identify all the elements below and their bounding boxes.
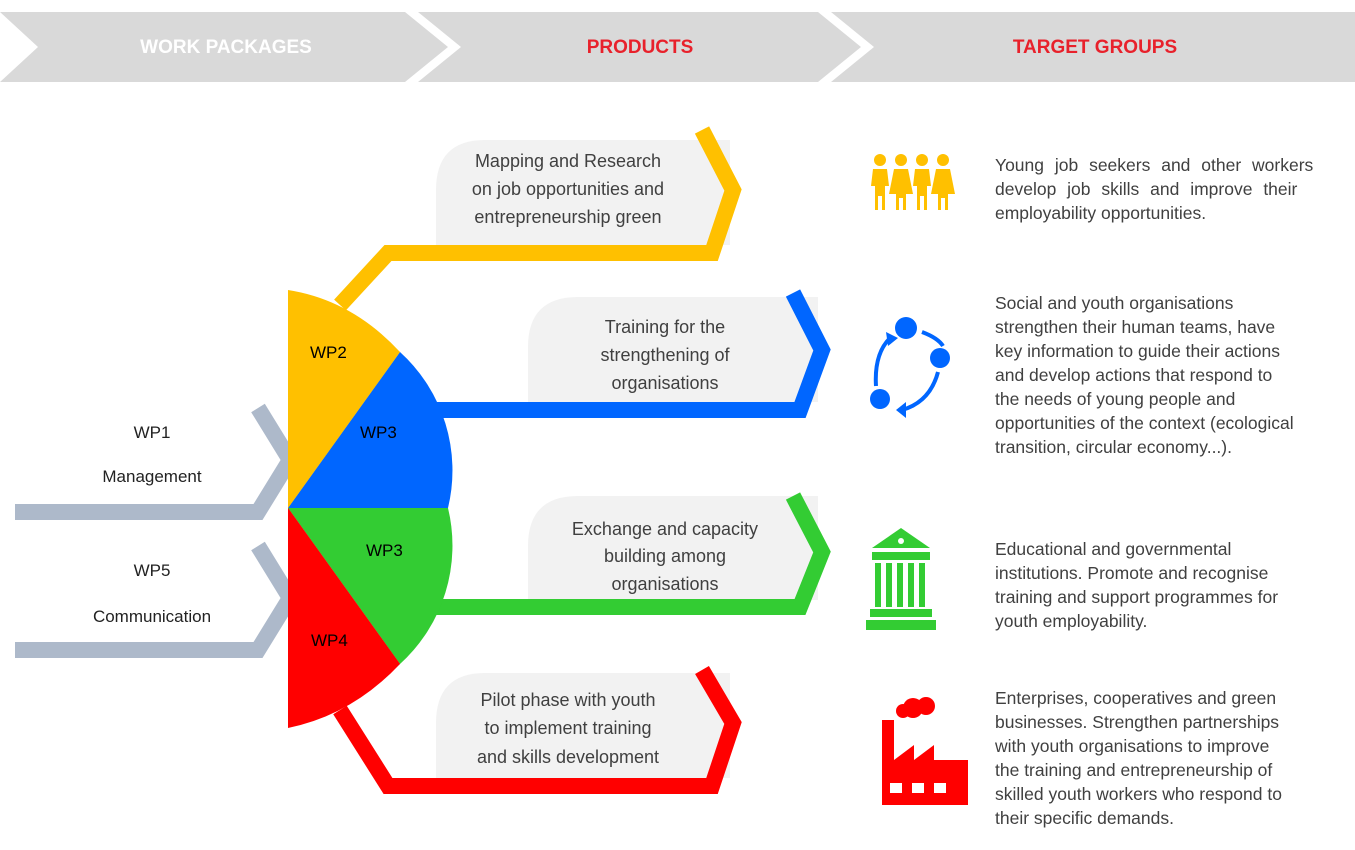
product-box-3	[528, 496, 818, 600]
header-products: PRODUCTS	[587, 37, 694, 58]
wp1-code: WP1	[134, 423, 171, 442]
segment-wp3b-label: WP3	[366, 541, 403, 560]
target-group-1-line-3: employability opportunities.	[995, 203, 1207, 223]
target-group-3-line-3: training and support programmes for	[995, 587, 1279, 607]
institution-building-icon	[866, 528, 936, 630]
person-figure	[913, 154, 931, 210]
product-2-line-3: organisations	[611, 373, 718, 393]
header-bar: WORK PACKAGES PRODUCTS TARGET GROUPS	[0, 12, 1355, 82]
header-chevron-target-groups	[831, 12, 1355, 82]
product-arrow-blue	[420, 289, 831, 418]
segment-wp4-cap	[288, 508, 400, 728]
target-group-1-line-2: develop job skills and improve their	[995, 179, 1298, 199]
product-3-line-1: Exchange and capacity	[572, 519, 758, 539]
wp1-name: Management	[102, 467, 202, 486]
people-group-icon	[871, 154, 955, 210]
header-target-groups: TARGET GROUPS	[1013, 37, 1177, 58]
target-group-1-line-1: Young job seekers and other workers	[995, 155, 1314, 175]
target-group-2-line-7: transition, circular economy...).	[995, 437, 1232, 457]
wp5-code: WP5	[134, 561, 171, 580]
product-arrow-yellow	[334, 126, 742, 311]
person-figure	[931, 154, 955, 210]
product-arrow-green	[420, 492, 831, 615]
product-labels: Mapping and Research on job opportunitie…	[472, 151, 758, 767]
target-group-4-line-5: skilled youth workers who respond to	[995, 784, 1282, 804]
target-group-social-youth-organisations: Social and youth organisations strengthe…	[995, 291, 1294, 459]
target-group-2-line-6: opportunities of the context (ecological	[995, 413, 1294, 433]
product-box-2	[528, 297, 818, 402]
product-2-line-2: strengthening of	[600, 345, 730, 365]
segment-wp2-label: WP2	[310, 343, 347, 362]
target-group-4-line-2: businesses. Strengthen partnerships	[995, 712, 1280, 732]
target-group-2-line-5: the needs of young people and	[995, 389, 1236, 409]
wp1-chevron-group: WP1 Management	[15, 403, 300, 520]
product-arrows	[333, 126, 831, 794]
wp5-chevron-arrow	[15, 541, 300, 658]
product-2-line-1: Training for the	[605, 317, 725, 337]
target-group-4-line-4: the training and entrepreneurship of	[995, 760, 1273, 780]
segment-wp3-green	[288, 508, 453, 664]
target-group-2-line-4: and develop actions that respond to	[995, 365, 1273, 385]
product-1-line-3: entrepreneurship green	[474, 207, 661, 227]
product-1-line-1: Mapping and Research	[475, 151, 661, 171]
work-package-semicircle: WP2 WP3 WP3 WP4	[288, 290, 453, 728]
target-group-institutions: Educational and governmental institution…	[995, 537, 1278, 633]
product-4-line-2: to implement training	[484, 718, 651, 738]
header-chevron-work-packages	[0, 12, 448, 82]
target-group-young-job-seekers: Young job seekers and other workers deve…	[995, 153, 1313, 225]
product-1-line-2: on job opportunities and	[472, 179, 664, 199]
cycle-network-icon	[870, 317, 950, 418]
target-group-2-line-3: key information to guide their actions	[995, 341, 1281, 361]
wp1-chevron-arrow	[15, 403, 300, 520]
target-group-2-line-2: strengthen their human teams, have	[995, 317, 1276, 337]
target-group-3-line-2: institutions. Promote and recognise	[995, 563, 1269, 583]
header-work-packages: WORK PACKAGES	[140, 37, 312, 58]
target-group-4-line-6: their specific demands.	[995, 808, 1174, 828]
header-chevron-products	[418, 12, 861, 82]
person-figure	[889, 154, 913, 210]
target-group-3-line-4: youth employability.	[995, 611, 1148, 631]
target-group-enterprises: Enterprises, cooperatives and green busi…	[995, 686, 1282, 830]
product-3-line-3: organisations	[611, 574, 718, 594]
target-group-3-line-1: Educational and governmental	[995, 539, 1232, 559]
target-group-4-line-1: Enterprises, cooperatives and green	[995, 688, 1277, 708]
segment-wp3a-label: WP3	[360, 423, 397, 442]
target-group-4-line-3: with youth organisations to improve	[995, 736, 1270, 756]
segment-wp2-cap	[288, 290, 400, 508]
segment-wp3-blue	[288, 352, 453, 508]
wp5-chevron-group: WP5 Communication	[15, 541, 300, 658]
target-group-2-line-1: Social and youth organisations	[995, 293, 1234, 313]
product-4-line-1: Pilot phase with youth	[480, 690, 655, 710]
person-figure	[871, 154, 889, 210]
product-3-line-2: building among	[604, 546, 726, 566]
wp5-name: Communication	[93, 607, 211, 626]
segment-wp4-label: WP4	[311, 631, 348, 650]
factory-icon	[882, 697, 968, 805]
product-box-1	[436, 140, 730, 245]
product-4-line-3: and skills development	[477, 747, 659, 767]
product-box-4	[436, 673, 730, 778]
product-arrow-red	[333, 665, 742, 794]
